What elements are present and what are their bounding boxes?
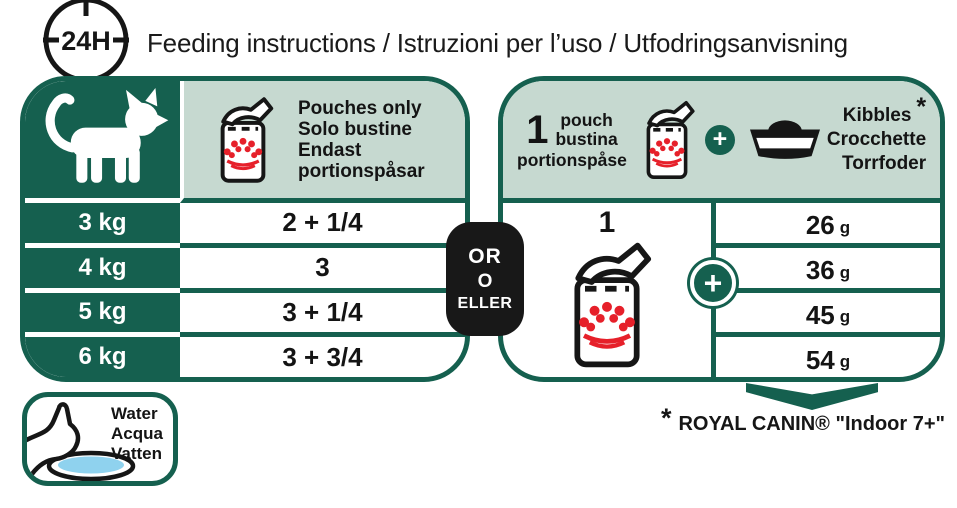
asterisk: *	[660, 403, 672, 433]
cat-cell	[25, 81, 180, 198]
pouches-only-table: 3 kg 4 kg 5 kg 6 kg Pouch	[20, 76, 470, 382]
pouch-count: 1	[526, 107, 549, 152]
weight-label: 4 kg	[25, 247, 180, 288]
header-line: Pouches only	[298, 97, 422, 119]
pouch-amount-column: Pouches only Solo bustine Endast portion…	[180, 81, 465, 377]
header-line: pouch	[560, 109, 613, 130]
plus-icon: +	[690, 260, 736, 306]
pouch-plus-kibbles-table: 1 pouch bustina portionspåse	[498, 76, 945, 382]
header-line: Solo bustine	[298, 118, 412, 140]
pouches-only-header: Pouches only Solo bustine Endast portion…	[180, 81, 465, 203]
water-line: Vatten	[111, 444, 163, 463]
cat-icon	[45, 87, 168, 183]
pouch-amount: 3 + 3/4	[180, 332, 465, 377]
weight-column: 3 kg 4 kg 5 kg 6 kg	[25, 81, 180, 377]
pouch-icon	[646, 100, 695, 179]
water-line: Water	[111, 404, 158, 423]
or-badge: OR O ELLER	[446, 222, 524, 336]
footnote: * ROYAL CANIN® "Indoor 7+"	[661, 405, 945, 436]
page-title: Feeding instructions / Istruzioni per l’…	[147, 28, 848, 58]
pouch-icon	[574, 242, 652, 368]
pouch-icon	[220, 96, 274, 183]
header-line: Crocchette	[826, 128, 927, 150]
or-label: ELLER	[457, 295, 513, 312]
header-line: portionspåsar	[298, 160, 425, 182]
or-label: OR	[468, 245, 502, 268]
weight-label: 6 kg	[25, 337, 180, 377]
weight-label: 3 kg	[25, 203, 180, 243]
water-text: Water Acqua Vatten	[111, 404, 163, 464]
header-line: bustina	[555, 128, 618, 149]
or-label: O	[477, 271, 493, 292]
pouch-amount: 3 + 1/4	[180, 287, 465, 333]
clock-label: 24H	[61, 26, 111, 56]
weight-label: 5 kg	[25, 292, 180, 333]
header-line: Endast	[298, 139, 362, 161]
cat-drinking-water-icon	[27, 402, 136, 481]
header-line: portionspåse	[517, 149, 627, 170]
plus-icon: +	[704, 124, 735, 155]
pouches-only-text: Pouches only Solo bustine Endast portion…	[298, 98, 425, 182]
pouch-amount: 2 + 1/4	[282, 207, 363, 238]
header-line: Kibbles*	[842, 92, 927, 126]
asterisk: *	[916, 92, 927, 121]
header-line: Torrfoder	[842, 152, 927, 174]
footnote-text: ROYAL CANIN® "Indoor 7+"	[678, 413, 945, 435]
water-line: Acqua	[111, 424, 163, 443]
kibble-bowl-icon	[749, 119, 820, 159]
pouch-count-value: 1	[598, 206, 616, 239]
down-arrow-icon	[746, 383, 878, 410]
mixed-feeding-header: 1 pouch bustina portionspåse	[503, 81, 940, 203]
pouch-amount: 3	[180, 242, 465, 288]
pouch-column: 1	[503, 203, 711, 377]
kibbles-text: Kibbles* Crocchette Torrfoder	[826, 92, 927, 176]
water-reminder: Water Acqua Vatten	[22, 392, 178, 486]
one-pouch-text: 1 pouch bustina portionspåse	[517, 110, 627, 170]
